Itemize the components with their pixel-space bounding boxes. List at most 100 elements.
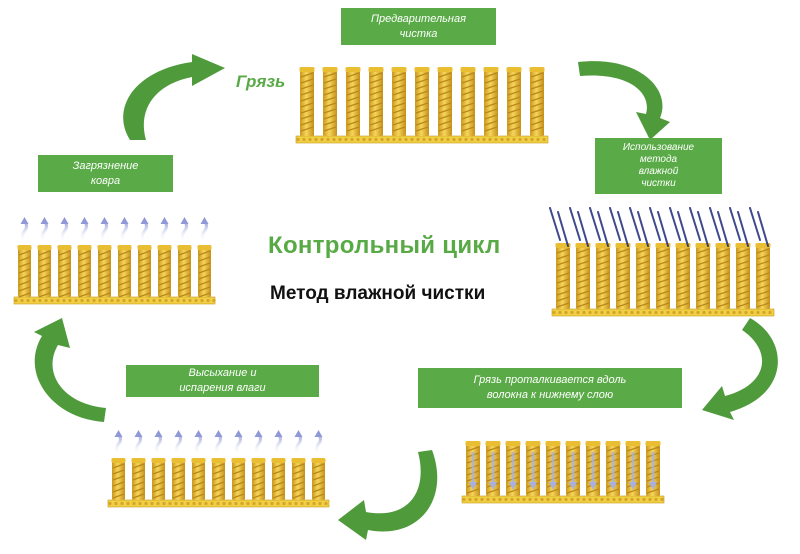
fiber-twist xyxy=(152,481,165,487)
backing-bead xyxy=(326,137,330,142)
fiber-twist xyxy=(507,108,521,114)
backing-bead xyxy=(38,298,42,303)
fiber-twist xyxy=(646,488,660,494)
backing-bead xyxy=(332,137,336,142)
fiber-twist xyxy=(369,72,383,78)
backing-bead xyxy=(252,501,256,506)
fiber-twist xyxy=(461,96,475,102)
fiber-twist xyxy=(556,284,570,290)
fiber-twist xyxy=(192,463,205,469)
water-droplet-streak xyxy=(649,207,661,241)
fiber-twist xyxy=(616,302,630,308)
fiber-twist xyxy=(596,266,610,272)
fiber-twist xyxy=(596,296,610,302)
fiber-twist xyxy=(716,254,730,260)
fiber-twist xyxy=(98,286,111,292)
backing-bead xyxy=(440,137,444,142)
backing-bead xyxy=(464,137,468,142)
fiber-twist xyxy=(138,292,151,298)
backing-bead xyxy=(50,298,54,303)
backing-bead xyxy=(318,501,322,506)
fiber-twist xyxy=(118,286,131,292)
fiber-twist xyxy=(736,254,750,260)
fiber-twist xyxy=(252,463,265,469)
fiber-twist xyxy=(78,250,91,256)
fiber-twist xyxy=(438,120,452,126)
fiber-twist xyxy=(18,256,31,262)
fiber-twist xyxy=(172,463,185,469)
fiber-twist xyxy=(78,262,91,268)
fiber-twist xyxy=(556,296,570,302)
fiber-tip xyxy=(191,458,206,463)
backing-bead xyxy=(654,497,658,502)
backing-bead xyxy=(302,137,306,142)
fiber-twist xyxy=(132,487,145,493)
backing-bead xyxy=(594,497,598,502)
fiber-tip xyxy=(251,458,266,463)
fiber-twist xyxy=(676,248,690,254)
backing-bead xyxy=(660,497,664,502)
water-droplet-streak xyxy=(697,211,709,247)
steam-arrow xyxy=(60,217,69,224)
backing-bead xyxy=(206,298,210,303)
fiber-twist xyxy=(507,114,521,120)
fiber-twist xyxy=(152,475,165,481)
fiber-twist xyxy=(484,78,498,84)
backing-bead xyxy=(312,501,316,506)
backing-bead xyxy=(410,137,414,142)
fiber-tip xyxy=(483,67,499,72)
fiber-twist xyxy=(486,446,500,452)
fiber-twist xyxy=(112,481,125,487)
fiber-tip xyxy=(291,458,306,463)
water-droplet-streak xyxy=(549,207,561,241)
backing-bead xyxy=(240,501,244,506)
backing-bead xyxy=(558,497,562,502)
fiber-twist xyxy=(636,248,650,254)
backing-bead xyxy=(708,310,712,315)
backing-bead xyxy=(612,310,616,315)
fiber-twist xyxy=(507,120,521,126)
fiber-twist xyxy=(415,126,429,132)
fiber-tip xyxy=(37,245,52,250)
fiber-twist xyxy=(369,126,383,132)
backing-bead xyxy=(296,137,300,142)
fiber-twist xyxy=(596,254,610,260)
fiber-twist xyxy=(323,120,337,126)
fiber-tip xyxy=(299,67,315,72)
fiber-twist xyxy=(586,488,600,494)
fiber-twist xyxy=(158,268,171,274)
fiber-twist xyxy=(272,493,285,499)
fiber-twist xyxy=(656,248,670,254)
fiber-twist xyxy=(656,272,670,278)
backing-bead xyxy=(636,497,640,502)
fiber-twist xyxy=(392,72,406,78)
fiber-twist xyxy=(272,487,285,493)
fiber-twist xyxy=(656,284,670,290)
fiber-twist xyxy=(272,463,285,469)
steam-wisp xyxy=(181,220,188,243)
fiber-twist xyxy=(118,256,131,262)
fiber-twist xyxy=(18,262,31,268)
fiber-twist xyxy=(507,72,521,78)
fiber-twist xyxy=(178,262,191,268)
backing-bead xyxy=(494,137,498,142)
fiber-tip xyxy=(460,67,476,72)
steam-arrow xyxy=(140,217,149,224)
fiber-twist xyxy=(576,248,590,254)
step-label-wet-method: Использование метода влажной чистки xyxy=(595,138,722,194)
backing-bead xyxy=(522,497,526,502)
backing-bead xyxy=(416,137,420,142)
water-droplet-streak xyxy=(717,211,729,247)
fiber-twist xyxy=(300,90,314,96)
fiber-twist xyxy=(78,292,91,298)
fiber-twist xyxy=(78,256,91,262)
carpet-fiber xyxy=(300,70,314,136)
fiber-twist xyxy=(556,260,570,266)
backing-bead xyxy=(68,298,72,303)
fiber-twist xyxy=(438,114,452,120)
carpet-drying-illustration xyxy=(107,430,330,508)
backing-bead xyxy=(380,137,384,142)
fiber-twist xyxy=(636,266,650,272)
fiber-twist xyxy=(346,78,360,84)
water-droplet-streak xyxy=(757,211,769,247)
